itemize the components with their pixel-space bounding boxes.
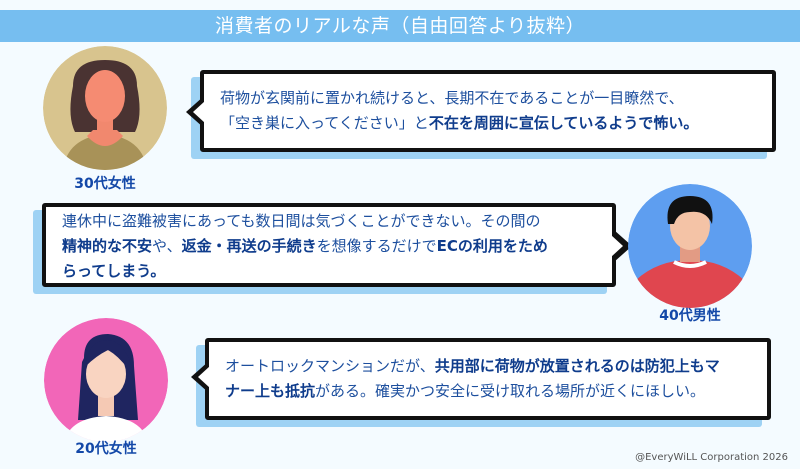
bubble-line: らってしまう。 [62, 259, 596, 284]
man-avatar [628, 184, 752, 308]
quote-text: 荷物が玄関前に置かれ続けると、長期不在であることが一目瞭然で、 [220, 89, 684, 107]
woman-curly-hair-avatar [43, 46, 167, 170]
voice-label: 30代女性 [74, 176, 136, 192]
bubble-tail-fill [198, 366, 210, 388]
emphasis-text: 返金・再送の手続き [181, 237, 317, 255]
emphasis-text: 不在を周囲に宣伝しているようで怖い。 [428, 114, 699, 132]
speech-bubble: 連休中に盗難被害にあっても数日間は気づくことができない。その間の精神的な不安や、… [42, 203, 616, 287]
quote-text: を想像するだけで [316, 237, 437, 255]
voice-label: 20代女性 [75, 441, 137, 457]
emphasis-text: らってしまう。 [62, 262, 166, 280]
bubble-tail-fill [193, 101, 205, 123]
bubble-line: 連休中に盗難被害にあっても数日間は気づくことができない。その間の [62, 209, 596, 234]
young-woman-avatar [44, 318, 168, 442]
emphasis-text: 精神的な不安 [62, 237, 153, 255]
emphasis-text: ナー上も抵抗 [225, 382, 316, 400]
emphasis-text: ECの利用をため [436, 237, 548, 255]
quote-text: オートロックマンションだが、 [225, 357, 435, 375]
speech-bubble: 荷物が玄関前に置かれ続けると、長期不在であることが一目瞭然で、「空き巣に入ってく… [200, 70, 776, 152]
bubble-line: 精神的な不安や、返金・再送の手続きを想像するだけでECの利用をため [62, 234, 596, 259]
copyright: @EveryWiLL Corporation 2026 [635, 452, 788, 463]
voice-label: 40代男性 [659, 308, 721, 324]
speech-bubble: オートロックマンションだが、共用部に荷物が放置されるのは防犯上もマナー上も抵抗が… [205, 338, 771, 420]
quote-text: 連休中に盗難被害にあっても数日間は気づくことができない。その間の [62, 212, 541, 230]
page-title: 消費者のリアルな声（自由回答より抜粋） [0, 10, 800, 42]
quote-text: や、 [152, 237, 182, 255]
emphasis-text: 共用部に荷物が放置されるのは防犯上もマ [434, 357, 720, 375]
quote-text: がある。確実かつ安全に受け取れる場所が近くにほしい。 [315, 382, 706, 400]
bubble-line: 「空き巣に入ってください」と不在を周囲に宣伝しているようで怖い。 [220, 111, 756, 136]
bubble-line: オートロックマンションだが、共用部に荷物が放置されるのは防犯上もマ [225, 354, 751, 379]
quote-text: 「空き巣に入ってください」と [220, 114, 429, 132]
bubble-line: 荷物が玄関前に置かれ続けると、長期不在であることが一目瞭然で、 [220, 86, 756, 111]
bubble-tail-fill [611, 235, 623, 257]
bubble-line: ナー上も抵抗がある。確実かつ安全に受け取れる場所が近くにほしい。 [225, 379, 751, 404]
